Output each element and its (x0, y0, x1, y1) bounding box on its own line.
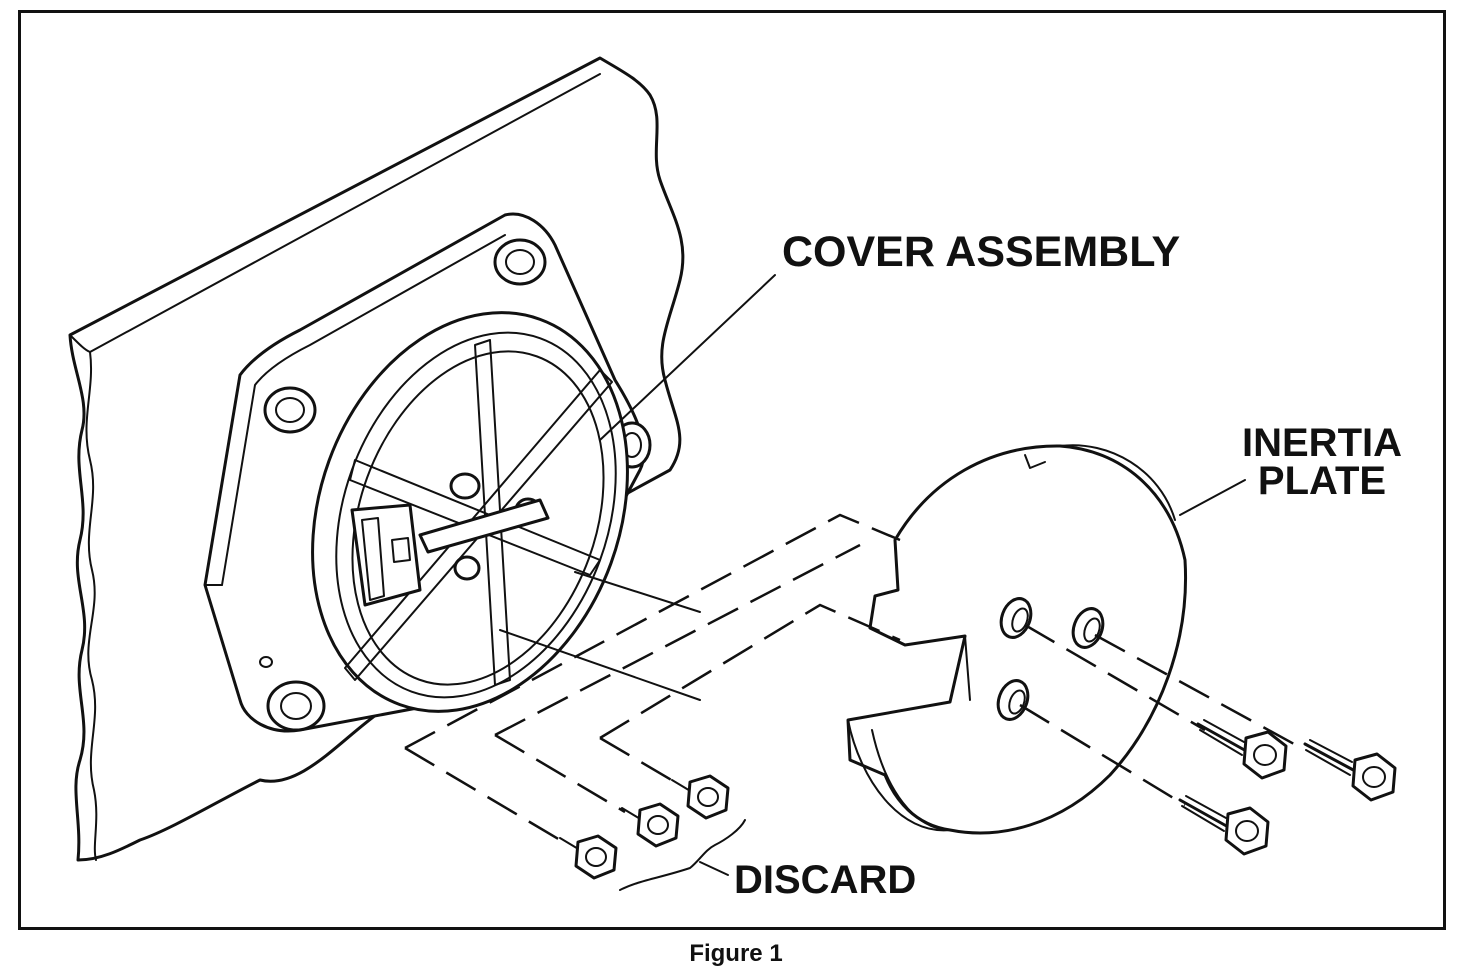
projection-lines (499, 571, 701, 701)
bolt-2 (621, 802, 680, 848)
leader-lines (599, 274, 1246, 891)
bolt-4 (1196, 719, 1288, 780)
bolt-6 (1178, 795, 1270, 856)
inertia-plate-label: INERTIA PLATE (1242, 421, 1402, 503)
inertia-plate-label-line1: INERTIA (1242, 421, 1402, 465)
cover-assembly-label: COVER ASSEMBLY (782, 228, 1181, 276)
replacement-bolts (1178, 719, 1397, 856)
figure-caption: Figure 1 (689, 940, 783, 967)
bolt-3 (671, 774, 730, 820)
discard-label: DISCARD (734, 858, 917, 902)
discard-bolts (559, 774, 730, 880)
inertia-plate (846, 444, 1188, 835)
cover-assembly-disc (311, 311, 629, 713)
bolt-1 (559, 834, 618, 880)
figure-frame (18, 10, 1446, 930)
explosion-guide-lines (404, 513, 1306, 842)
inertia-plate-label-line2: PLATE (1257, 459, 1387, 503)
bolt-5 (1303, 739, 1397, 802)
